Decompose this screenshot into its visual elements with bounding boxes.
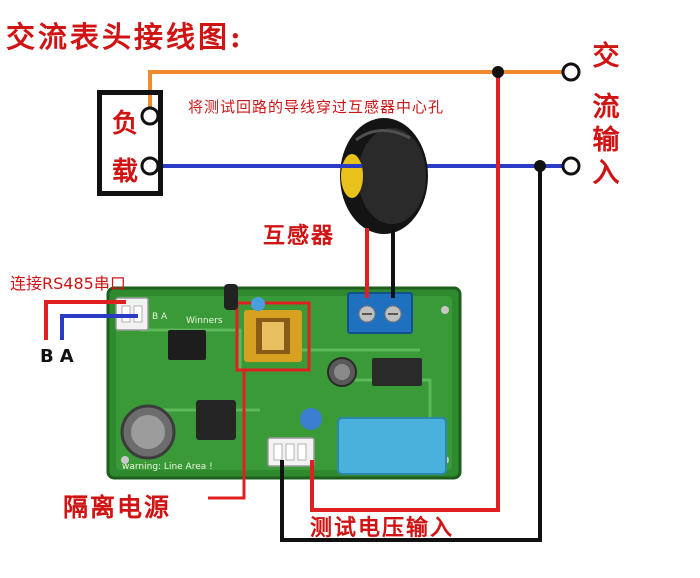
isolated-power-label: 隔离电源 <box>63 493 172 522</box>
voltage-black-wire <box>280 166 542 542</box>
small-capacitor <box>300 408 322 430</box>
diagram-title: 交流表头接线图: <box>6 20 244 54</box>
ac-input-terminal-live <box>561 62 581 82</box>
ac-input-char: 流 <box>592 92 620 123</box>
ac-input-label: 交 流 输 入 <box>590 40 622 190</box>
ac-input-terminal-neutral <box>561 156 581 176</box>
board-capacitor <box>224 284 238 310</box>
board-silk-ba: B A <box>152 312 168 322</box>
live-wire <box>148 70 570 116</box>
rs485-wire-a <box>60 314 138 340</box>
rs485-wire-b <box>44 300 126 340</box>
voltage-input-label: 测试电压输入 <box>310 515 455 541</box>
electrolytic-capacitor <box>327 357 357 387</box>
voltage-transformer <box>337 417 447 475</box>
voltage-input-connector <box>267 437 315 467</box>
ac-input-char: 交 <box>592 41 620 72</box>
rs485-label: 连接RS485串口 <box>10 274 126 293</box>
board-warning: warning: Line Area ! <box>122 462 213 472</box>
ct-terminal-block <box>347 292 413 334</box>
isolated-power-pointer <box>208 370 246 500</box>
ct-instruction: 将测试回路的导线穿过互感器中心孔 <box>188 98 445 116</box>
load-label-line1: 负 <box>112 109 139 139</box>
ac-input-char: 输 <box>592 125 620 156</box>
voltage-red-wire <box>310 72 500 512</box>
isolation-transformer <box>244 310 302 362</box>
load-label-line2: 载 <box>112 157 139 187</box>
load-box: 负 载 <box>97 90 163 196</box>
junction-dot-neutral <box>534 160 546 172</box>
small-capacitor <box>251 297 265 311</box>
black-component <box>196 400 236 440</box>
ct-label: 互感器 <box>263 223 336 249</box>
board-brand: Winners <box>186 316 223 326</box>
transformer-highlight <box>235 301 311 372</box>
large-capacitor <box>120 404 176 460</box>
current-transformer <box>340 118 428 234</box>
ac-input-char: 入 <box>592 158 620 189</box>
junction-dot-live <box>492 66 504 78</box>
ic-chip <box>168 330 206 360</box>
small-component <box>372 358 422 386</box>
ba-label: BA <box>40 346 80 367</box>
